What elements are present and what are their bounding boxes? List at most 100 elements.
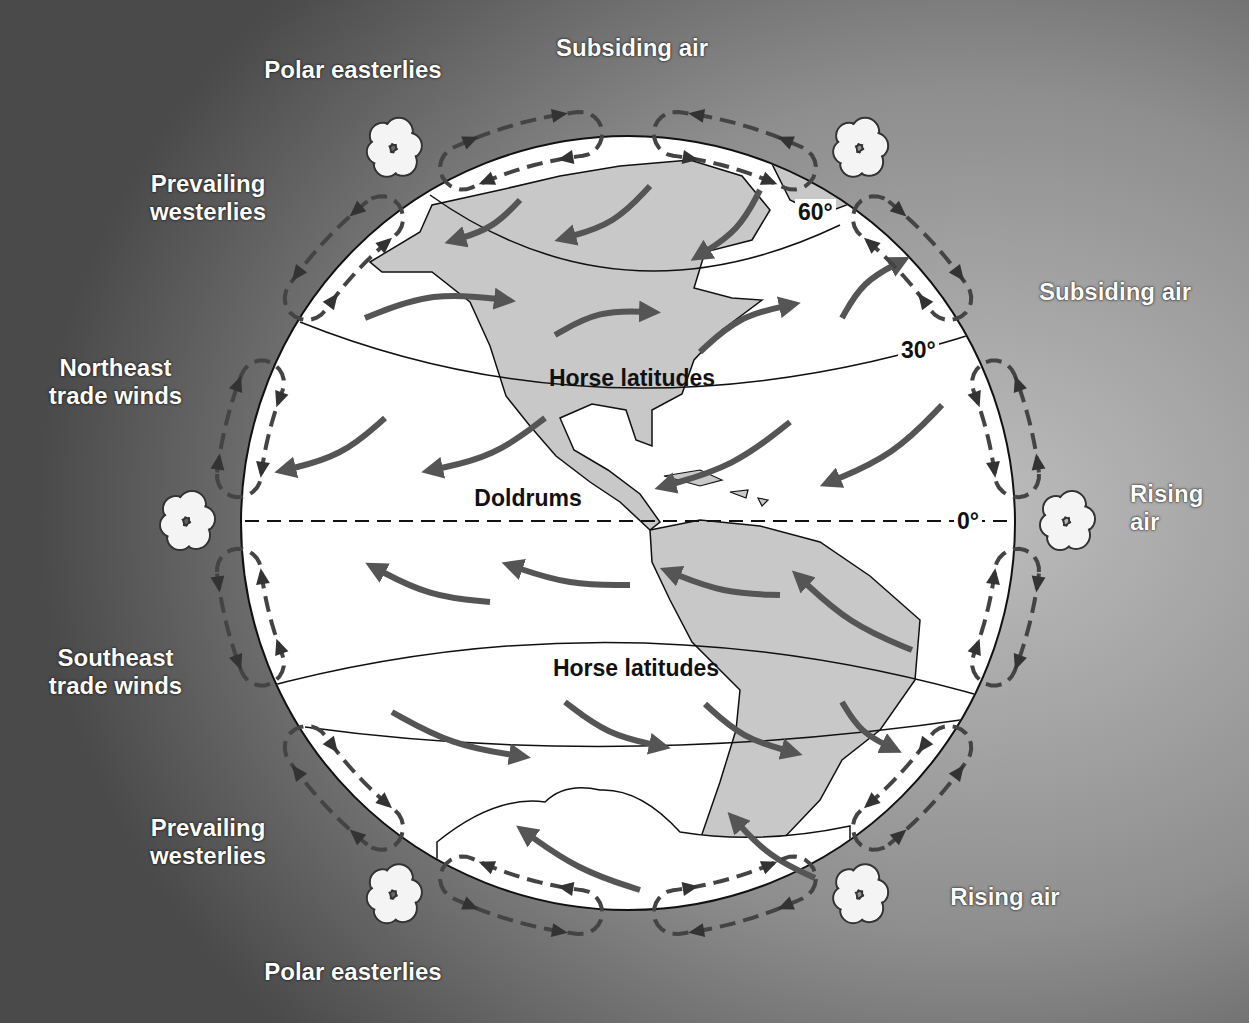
flow-arrowhead (688, 923, 705, 937)
wind-arrow (842, 262, 900, 318)
wind-label: Prevailing westerlies (128, 170, 288, 225)
cell-label: Rising air (1130, 480, 1220, 535)
flow-arrowhead (551, 109, 568, 123)
flow-arrowhead (479, 172, 496, 185)
flow-arrowhead (210, 576, 224, 593)
flow-arrowhead (557, 150, 574, 164)
flow-arrowhead (375, 792, 392, 808)
flow-arrowhead (1014, 376, 1027, 393)
wind-arrow (455, 200, 520, 240)
flow-arrowhead (918, 293, 933, 310)
latitude-60 (430, 195, 840, 271)
flow-arrowhead (229, 376, 242, 393)
cloud (1040, 491, 1095, 550)
wind-arrow (565, 186, 650, 238)
flow-arrowhead (350, 830, 367, 846)
circulation-loop (285, 196, 403, 320)
flow-arrowhead (275, 639, 288, 656)
circulation-cells (210, 109, 1045, 937)
wind-arrow (800, 578, 912, 650)
flow-arrowhead (461, 136, 478, 149)
wind-arrow (512, 566, 630, 585)
circulation-loop (440, 112, 602, 189)
flow-arrowhead (760, 861, 777, 874)
flow-arrowhead (1032, 576, 1046, 593)
wind-arrow (365, 296, 505, 318)
wind-arrow (432, 418, 545, 470)
flow-arrowhead (890, 830, 907, 846)
flow-arrowhead (292, 264, 307, 281)
flow-arrowhead (986, 461, 1000, 478)
wind-label: Prevailing westerlies (128, 814, 288, 869)
flow-arrowhead (688, 109, 705, 123)
cell-label: Subsiding air (1015, 278, 1215, 306)
flow-arrowhead (864, 792, 881, 808)
wind-label: Polar easterlies (223, 56, 483, 84)
wind-label: Southeast trade winds (28, 644, 203, 699)
flow-arrowhead (682, 150, 699, 164)
wind-arrow (555, 311, 650, 335)
wind-arrow (392, 712, 520, 756)
latitude-label: 30° (898, 337, 939, 363)
flow-arrowhead (949, 765, 964, 782)
cloud (367, 118, 422, 177)
flow-arrowhead (461, 897, 478, 910)
flow-arrowhead (557, 882, 574, 896)
flow-arrowhead (256, 461, 270, 478)
flow-arrowhead (968, 639, 981, 656)
circulation-loop (217, 549, 284, 686)
flow-arrowhead (479, 861, 496, 874)
flow-arrowhead (949, 264, 964, 281)
flow-arrowhead (350, 201, 367, 217)
flow-arrowhead (682, 882, 699, 896)
wind-arrow (830, 405, 942, 482)
circulation-loop (217, 360, 284, 497)
circulation-loop (972, 549, 1039, 686)
caribbean-islands (664, 470, 768, 506)
clouds (160, 118, 1095, 923)
wind-arrows (285, 186, 942, 890)
wind-arrow (705, 704, 792, 752)
flow-arrowhead (1014, 653, 1027, 670)
circulation-loop (440, 856, 602, 933)
zone-label: Horse latitudes (506, 655, 766, 681)
flow-arrowhead (375, 238, 392, 254)
flow-arrowhead (968, 390, 981, 407)
equator (245, 520, 1010, 522)
circulation-loop (654, 112, 816, 189)
cell-label: Subsiding air (522, 34, 742, 62)
wind-arrow (565, 702, 660, 746)
cloud (367, 864, 422, 923)
wind-arrow (375, 568, 490, 602)
wind-arrow (700, 305, 790, 352)
circulation-loop (285, 726, 403, 850)
zone-label: Horse latitudes (502, 365, 762, 391)
wind-arrow (700, 190, 760, 255)
flow-arrowhead (292, 765, 307, 782)
wind-arrow (735, 820, 815, 878)
wind-label: Polar easterlies (223, 958, 483, 986)
latitude-30-south (255, 642, 995, 700)
cloud (833, 864, 888, 923)
flow-arrowhead (275, 390, 288, 407)
flow-arrowhead (760, 172, 777, 185)
zone-label: Doldrums (428, 485, 628, 511)
cell-label: Rising air (905, 883, 1105, 911)
flow-arrowhead (210, 454, 224, 471)
continents (245, 150, 1010, 960)
latitude-label: 0° (954, 508, 982, 534)
flow-arrowhead (229, 653, 242, 670)
wind-label: Northeast trade winds (28, 354, 203, 409)
latitude-label: 60° (795, 199, 836, 225)
circulation-loop (654, 856, 816, 933)
circulation-loop (972, 360, 1039, 497)
cloud (160, 491, 215, 550)
circulation-loop (853, 196, 971, 320)
wind-arrow (665, 422, 790, 486)
flow-arrowhead (323, 736, 338, 753)
flow-arrowhead (1032, 454, 1046, 471)
antarctica-coast (437, 788, 850, 960)
flow-arrowhead (986, 568, 1000, 585)
